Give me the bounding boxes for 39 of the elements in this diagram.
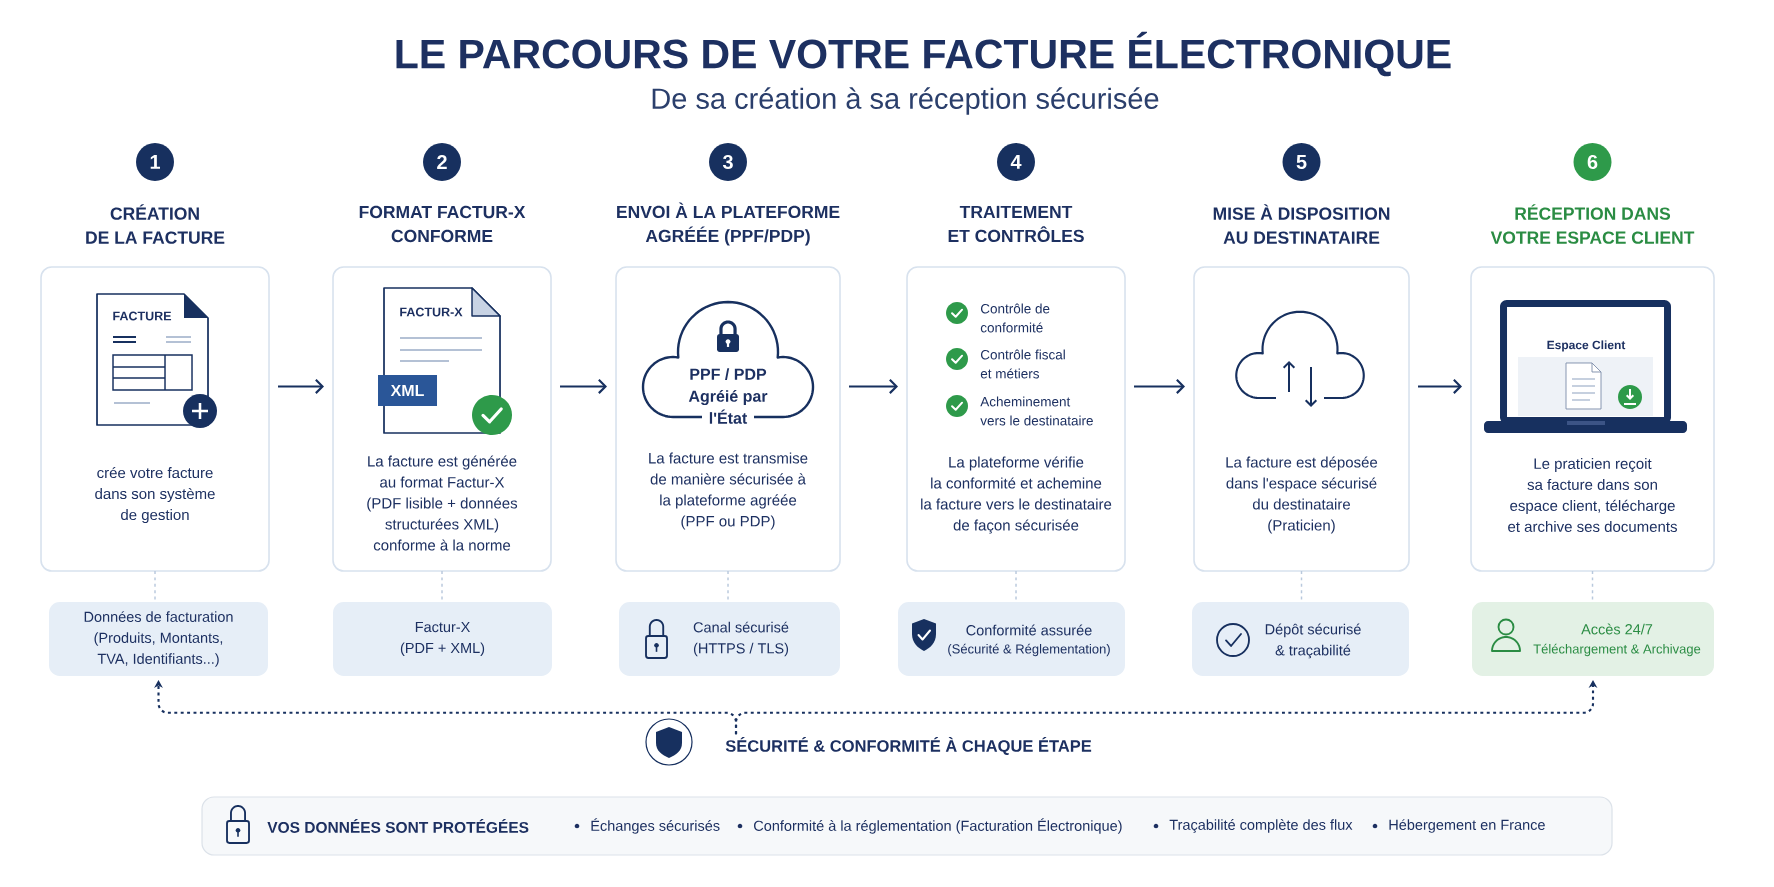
- banner-heading: SÉCURITÉ & CONFORMITÉ À CHAQUE ÉTAPE: [725, 737, 1092, 755]
- step-number: 4: [997, 143, 1035, 181]
- step-heading: FORMAT FACTUR-X CONFORME: [359, 205, 526, 243]
- arrow: [1418, 379, 1462, 394]
- step-heading: MISE À DISPOSITION AU DESTINATAIRE: [1213, 204, 1390, 244]
- dotted-connector: [154, 570, 156, 603]
- arrow: [560, 379, 607, 394]
- checklist-item: Contrôle fiscal et métiers: [980, 349, 1065, 379]
- file-tag: XML: [378, 375, 437, 406]
- dotted-connector: [441, 570, 443, 603]
- step-card: La facture est déposée dans l'espace sécurisé du destinataire (Praticien): [1193, 266, 1410, 572]
- info-box: Dépôt sécurisé & traçabilité: [1192, 602, 1409, 676]
- step-heading: TRAITEMENT ET CONTRÔLES: [948, 205, 1084, 243]
- step-number: 5: [1282, 143, 1321, 181]
- step-heading: ENVOI À LA PLATEFORME AGRÉÉE (PPF/PDP): [617, 202, 840, 246]
- info-box: Données de facturation (Produits, Montants, TVA, Identifiants...): [49, 602, 268, 676]
- arrow: [278, 379, 324, 394]
- dotted-connector: [727, 570, 729, 603]
- step-heading: CRÉATION DE LA FACTURE: [86, 204, 225, 244]
- info-band: VOS DONNÉES SONT PROTÉGÉES Échanges sécurisés Conformité à la réglementation (Facturation Électronique) Traçabilité complète des flux Hébergement en France: [201, 796, 1613, 856]
- checklist-item: Acheminement vers le destinataire: [980, 396, 1093, 426]
- step-heading: RÉCEPTION DANS VOTRE ESPACE CLIENT: [1490, 204, 1695, 244]
- arrow: [849, 379, 898, 394]
- info-box: Factur-X (PDF + XML): [333, 602, 552, 676]
- info-box: Canal sécurisé (HTTPS / TLS): [619, 602, 840, 676]
- info-box: Conformité assurée (Sécurité & Réglementation): [898, 602, 1125, 676]
- dotted-connector: [1015, 570, 1017, 603]
- dotted-connector: [1300, 570, 1303, 603]
- step-number: 3: [709, 143, 747, 181]
- step-card: Contrôle de conformité Contrôle fiscal et métiers Acheminement vers le destinataire La plateforme vérifie la conformité et achemine la facture vers le destinataire de façon sécurisée: [906, 266, 1126, 572]
- checklist-item: Contrôle de conformité: [980, 303, 1050, 333]
- step-number: 2: [423, 143, 461, 181]
- step-number: 1: [136, 143, 174, 181]
- step-number: 6: [1573, 143, 1612, 181]
- info-box: Accès 24/7 Téléchargement & Archivage: [1472, 602, 1714, 676]
- dotted-connector: [1591, 570, 1594, 603]
- title: LE PARCOURS DE VOTRE FACTURE ÉLECTRONIQUE: [396, 31, 1451, 77]
- arrow: [1134, 379, 1185, 394]
- subtitle: De sa création à sa réception sécurisée: [652, 87, 1159, 115]
